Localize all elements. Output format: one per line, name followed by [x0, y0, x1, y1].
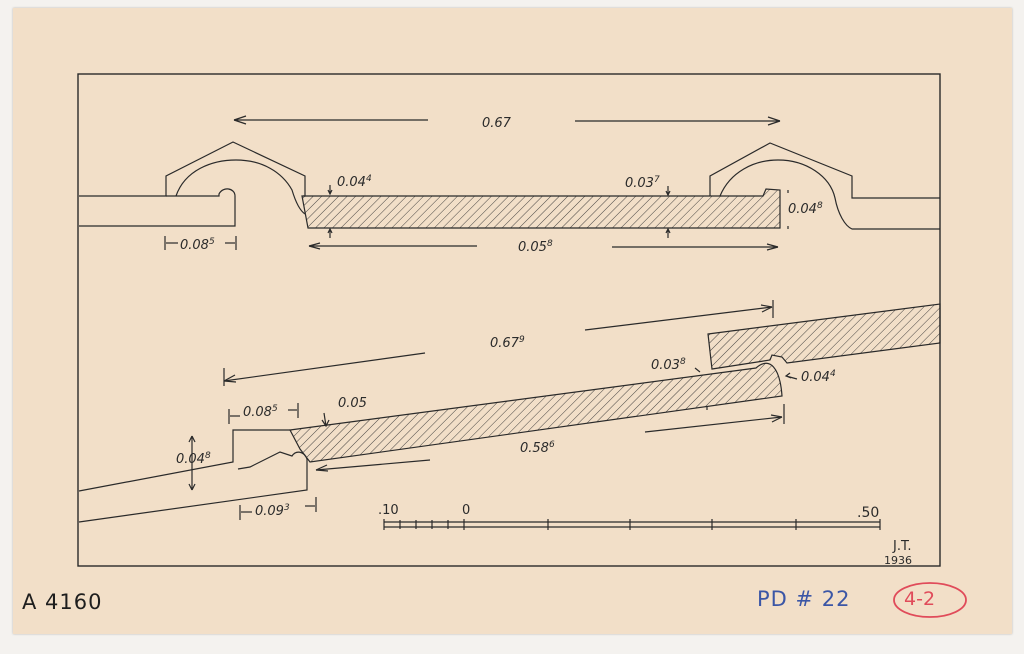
bottom-cover-tile [707, 303, 941, 370]
scale-bar [383, 519, 881, 530]
sheet-number-ellipse [893, 582, 967, 618]
drawing-frame [77, 73, 941, 567]
dim-bottom-left-height: 0.048 [176, 451, 211, 467]
dim-top-thickness-left: 0.044 [337, 174, 372, 190]
scale-label-zero: 0 [462, 503, 471, 518]
dim-bottom-lip: 0.05 [338, 396, 367, 411]
dim-bottom-gap: 0.085 [243, 404, 278, 420]
pd-number: PD # 22 [757, 587, 851, 611]
dim-top-left-gap: 0.085 [180, 237, 215, 253]
dim-top-thickness-mid: 0.037 [625, 175, 660, 191]
bottom-section [78, 300, 941, 523]
signature-initials: J.T. [893, 539, 912, 554]
dim-bottom-length: 0.586 [520, 440, 555, 456]
sheet-number: 4-2 [904, 588, 936, 610]
dim-top-thickness-right: 0.048 [788, 201, 823, 217]
dim-bottom-end-gap: 0.038 [651, 357, 686, 373]
dim-bottom-lower-gap: 0.093 [255, 503, 290, 519]
signature-year: 1936 [884, 554, 912, 567]
catalog-number: A 4160 [22, 590, 103, 614]
dim-top-overall: 0.67 [482, 116, 511, 131]
top-pan-tile [301, 188, 781, 229]
scale-label-right: .50 [857, 505, 880, 521]
dim-bottom-overall: 0.679 [490, 335, 525, 351]
top-section [79, 115, 940, 251]
dim-bottom-right-thickness: 0.044 [801, 369, 836, 385]
bottom-pan-tile [289, 362, 783, 463]
scale-label-left: .10 [378, 503, 399, 518]
dim-top-length: 0.058 [518, 239, 553, 255]
